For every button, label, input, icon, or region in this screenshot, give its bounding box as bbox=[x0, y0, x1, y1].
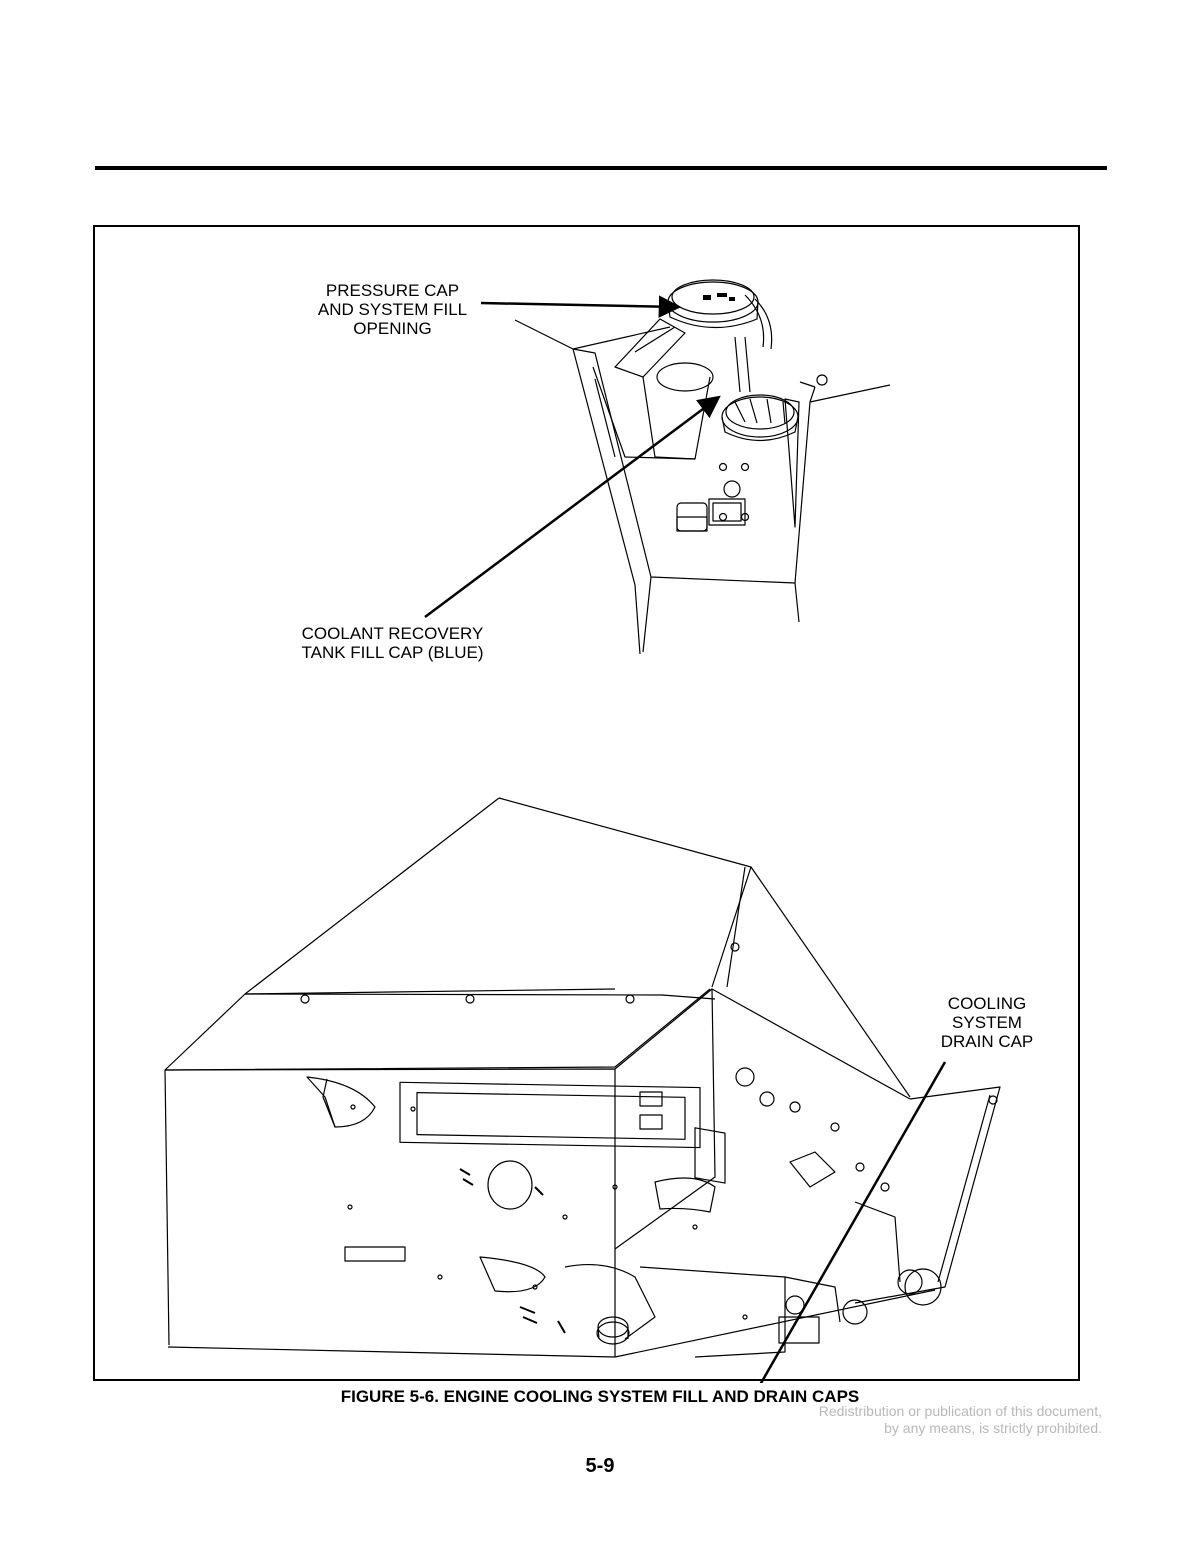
callout-drain-cap: COOLING SYSTEM DRAIN CAP bbox=[933, 994, 1041, 1051]
callout-line: PRESSURE CAP bbox=[325, 281, 460, 300]
redistribution-notice: Redistribution or publication of this do… bbox=[819, 1403, 1102, 1437]
callout-line: OPENING bbox=[353, 319, 432, 338]
callout-line: TANK FILL CAP (BLUE) bbox=[301, 643, 484, 662]
callout-pressure-cap: PRESSURE CAP AND SYSTEM FILL OPENING bbox=[315, 281, 470, 338]
header-rule bbox=[95, 166, 1107, 170]
notice-line: by any means, is strictly prohibited. bbox=[884, 1420, 1102, 1436]
callout-line: AND SYSTEM FILL bbox=[317, 300, 468, 319]
notice-line: Redistribution or publication of this do… bbox=[818, 1403, 1102, 1419]
bottom-engine-view bbox=[164, 797, 1001, 1358]
figure-frame: PRESSURE CAP AND SYSTEM FILL OPENING COO… bbox=[93, 225, 1080, 1383]
callout-line: SYSTEM bbox=[952, 1013, 1022, 1032]
callout-coolant-recovery: COOLANT RECOVERY TANK FILL CAP (BLUE) bbox=[295, 624, 490, 662]
callout-line: COOLING bbox=[947, 994, 1027, 1013]
callout-line: DRAIN CAP bbox=[940, 1032, 1034, 1051]
top-engine-view bbox=[514, 279, 891, 655]
callout-line: COOLANT RECOVERY bbox=[301, 624, 484, 643]
page-number: 5-9 bbox=[585, 1455, 615, 1477]
engine-illustration bbox=[164, 279, 1001, 1383]
figure-caption: FIGURE 5-6. ENGINE COOLING SYSTEM FILL A… bbox=[340, 1387, 860, 1406]
